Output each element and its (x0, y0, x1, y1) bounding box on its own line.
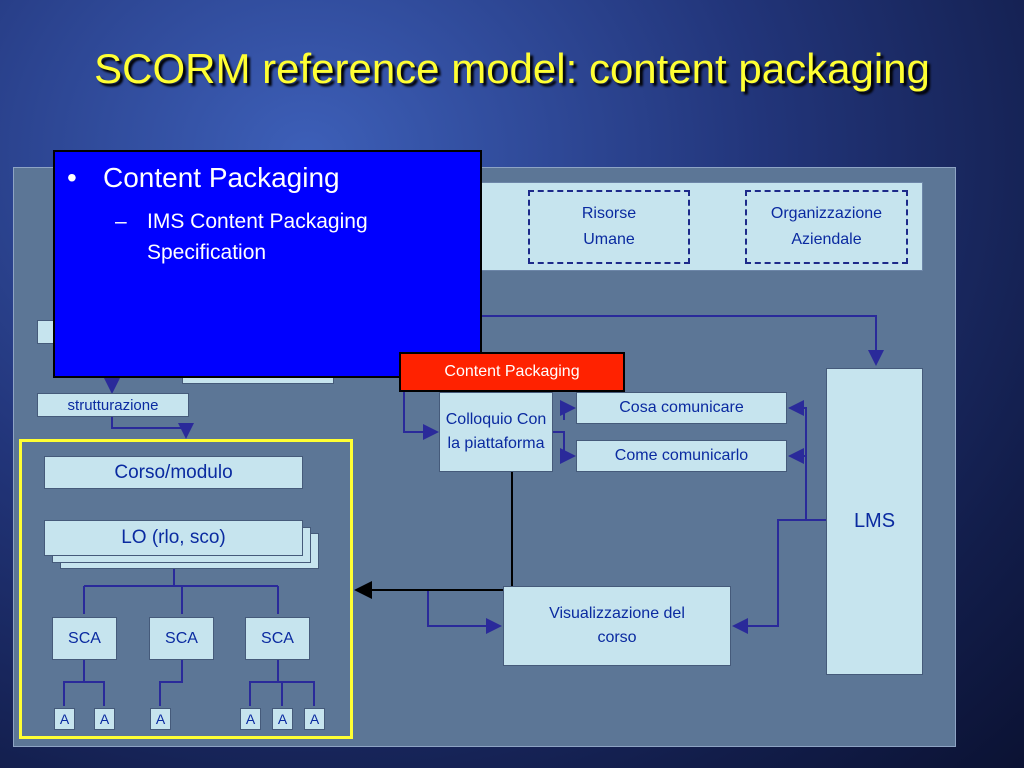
sca-box-1: SCA (52, 617, 117, 660)
connector-lo-sca (83, 555, 279, 614)
lms-box: LMS (826, 368, 923, 675)
cosa-comunicare-box: Cosa comunicare (576, 392, 787, 424)
asset-box-5: A (272, 708, 293, 730)
connector-strut-down (111, 416, 194, 439)
connector-top-to-lms (480, 315, 884, 366)
bullet-sub: – IMS Content Packaging Specification (115, 210, 368, 264)
connector-to-colloquio (403, 392, 439, 440)
come-comunicarlo-box: Come comunicarlo (576, 440, 787, 472)
connector-lms-visual (732, 519, 826, 634)
connector-colloquio-cosa (560, 400, 576, 420)
sca-box-2: SCA (149, 617, 214, 660)
lo-box: LO (rlo, sco) (44, 520, 303, 556)
connector-to-visual (427, 590, 502, 634)
visualizzazione-box: Visualizzazione del corso (503, 586, 731, 666)
risorse-umane-box: Risorse Umane (528, 190, 690, 264)
corso-modulo-box: Corso/modulo (44, 456, 303, 489)
organizzazione-aziendale-box: Organizzazione Aziendale (745, 190, 908, 264)
content-packaging-label: Content Packaging (399, 352, 625, 392)
connector-colloquio-come (552, 431, 576, 464)
asset-box-6: A (304, 708, 325, 730)
connector-lms-cosa (788, 400, 826, 521)
asset-box-3: A (150, 708, 171, 730)
asset-box-4: A (240, 708, 261, 730)
asset-box-2: A (94, 708, 115, 730)
bullet-main: •Content Packaging (67, 162, 340, 193)
slide-title: SCORM reference model: content packaging (94, 45, 930, 92)
colloquio-box: Colloquio Con la piattaforma (439, 392, 553, 472)
asset-box-1: A (54, 708, 75, 730)
connector-sca2-a (159, 660, 183, 706)
sca-box-3: SCA (245, 617, 310, 660)
strutturazione-box: strutturazione (37, 393, 189, 417)
bullet-box: •Content Packaging – IMS Content Packagi… (53, 150, 482, 378)
connector-sca1-a (63, 660, 105, 706)
course-structure-highlight (19, 439, 353, 739)
connector-sca3-a (249, 660, 315, 706)
